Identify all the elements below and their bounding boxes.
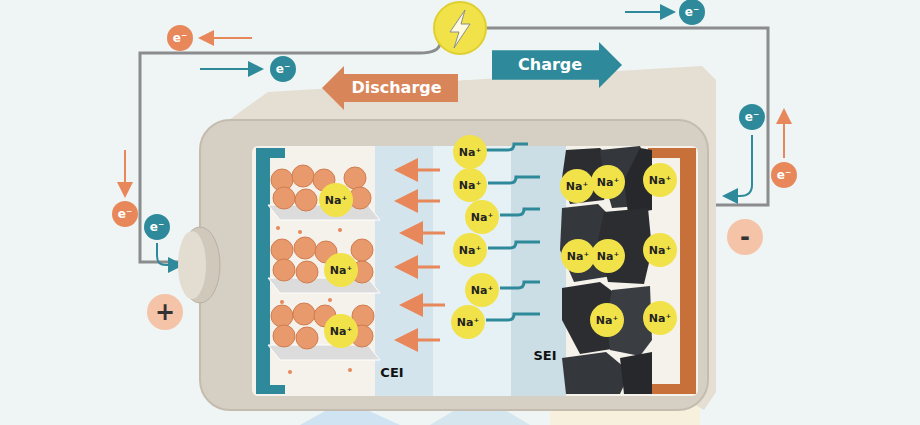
electron-arrow [726,135,752,196]
circle-label: e⁻ [777,169,791,181]
sodium-ion: Na⁺ [465,273,499,307]
sodium-ion: Na⁺ [591,239,625,273]
sodium-ion: Na⁺ [465,200,499,234]
electron-blue: e⁻ [270,56,296,82]
circle-label: e⁻ [745,111,759,123]
circle-label: Na⁺ [330,265,352,276]
circle-label: e⁻ [150,221,164,233]
circle-label: e⁻ [685,6,699,18]
cei-layer [375,146,433,396]
arrow-body [492,42,622,88]
electron-arrow [124,150,126,194]
sodium-ion: Na⁺ [451,305,485,339]
circle-label: Na⁺ [649,175,671,186]
circle-label: Na⁺ [567,251,589,262]
electron-blue: e⁻ [144,214,170,240]
sodium-ion: Na⁺ [643,301,677,335]
anode-material [560,146,652,394]
cathode-material [268,165,380,374]
electron-arrow [202,37,252,39]
sodium-ion: Na⁺ [590,303,624,337]
sodium-ion: Na⁺ [560,169,594,203]
cell-interior [252,146,698,396]
electron-arrow [157,243,180,265]
circle-label: Na⁺ [330,326,352,337]
sodium-ion: Na⁺ [591,165,625,199]
electron-blue: e⁻ [739,104,765,130]
lightning-bolt [450,10,470,48]
sodium-ion: Na⁺ [453,135,487,169]
arrow-body [322,66,458,110]
sodium-ion: Na⁺ [324,314,358,348]
circle-label: Na⁺ [471,285,493,296]
circle-label: + [155,300,175,324]
circle-label: Na⁺ [597,177,619,188]
circle-label: e⁻ [173,32,187,44]
electron-arrow [200,68,260,70]
terminal-face [178,231,206,299]
charge-arrow: Charge [492,42,622,88]
electron-blue: e⁻ [679,0,705,25]
circle-label: e⁻ [118,208,132,220]
circle-label: Na⁺ [459,180,481,191]
arrow-label: Discharge [351,80,441,96]
circle-label: Na⁺ [566,181,588,192]
circle-label: Na⁺ [325,195,347,206]
layer-label: SEI [533,348,556,363]
circle-label: Na⁺ [457,317,479,328]
circle-label: Na⁺ [459,245,481,256]
discharge-arrow: Discharge [322,66,458,110]
electron-arrow [625,11,672,13]
circle-label: Na⁺ [471,212,493,223]
circle-label: Na⁺ [597,251,619,262]
terminal-sign: + [147,294,183,330]
sei-layer [511,146,566,396]
casing-top [222,66,716,410]
power-symbol [434,2,486,54]
circle-label: Na⁺ [649,245,671,256]
battery-casing [200,120,708,410]
circle-label: Na⁺ [649,313,671,324]
discharge-arrows [400,170,445,340]
electron-orange: e⁻ [112,201,138,227]
sodium-ion: Na⁺ [324,253,358,287]
sodium-ion: Na⁺ [561,239,595,273]
circle-label: Na⁺ [596,315,618,326]
electron-arrow [783,112,785,158]
circle-label: e⁻ [276,63,290,75]
terminal-sign: - [727,219,763,255]
electron-orange: e⁻ [167,25,193,51]
electron-orange: e⁻ [771,162,797,188]
sodium-ion: Na⁺ [643,233,677,267]
sodium-ion: Na⁺ [319,183,353,217]
circle-label: Na⁺ [459,147,481,158]
sodium-ion: Na⁺ [453,168,487,202]
sodium-ion: Na⁺ [643,163,677,197]
arrow-label: Charge [518,57,582,73]
sodium-ion: Na⁺ [453,233,487,267]
layer-label: CEI [380,365,403,380]
circle-label: - [740,225,750,249]
